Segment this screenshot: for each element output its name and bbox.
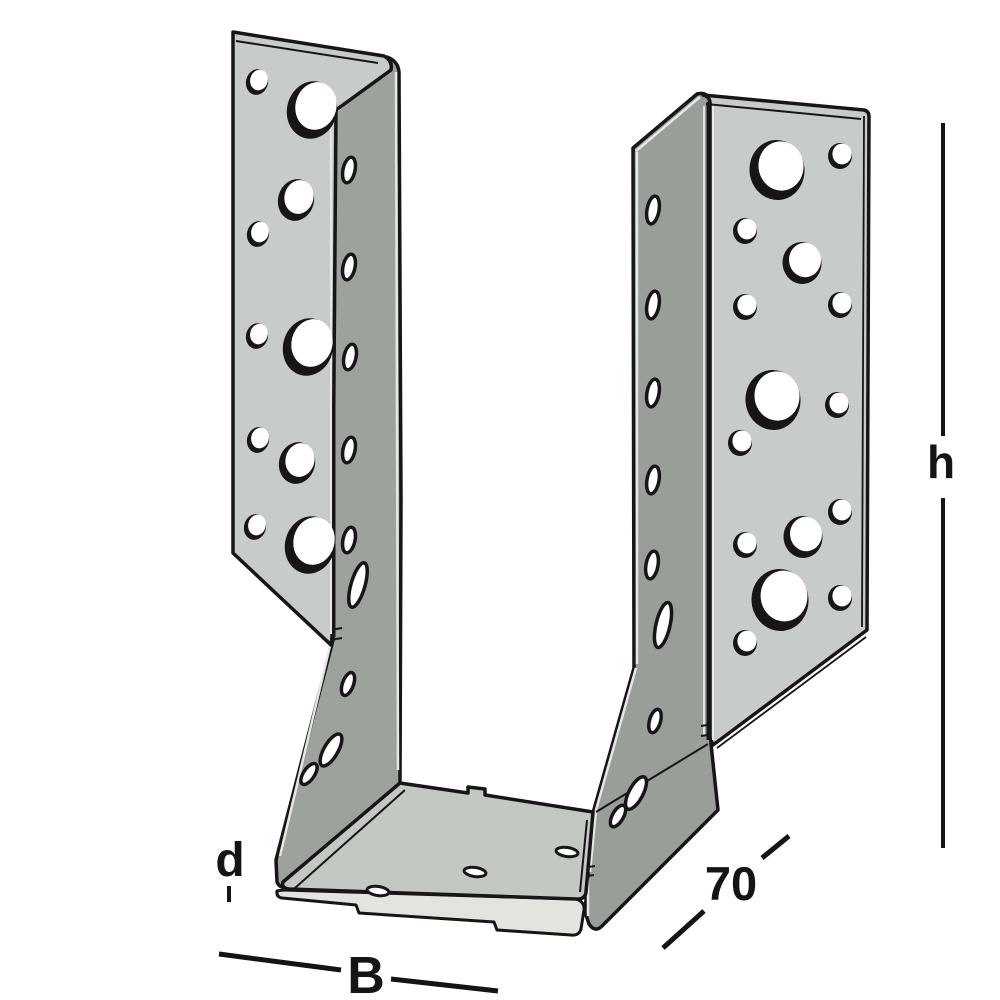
base-seat [275,781,595,937]
right-flange-plate [701,93,871,749]
left-web-slot-holes [299,155,369,787]
dimension-width: B [218,947,499,1000]
right-flange-holes [728,140,852,656]
dimension-thickness: d [215,834,245,902]
left-flange-plate [231,30,394,647]
base-nail-holes [365,845,580,898]
depth-label: 70 [705,857,757,910]
dimension-height: h [927,123,955,848]
width-label: B [347,947,385,1000]
dimension-depth: 70 [661,834,791,950]
height-label: h [927,436,955,488]
right-web-slot-holes [608,194,674,829]
right-web-plate [579,91,720,931]
thickness-label: d [215,834,244,887]
left-flange-holes [243,69,338,574]
